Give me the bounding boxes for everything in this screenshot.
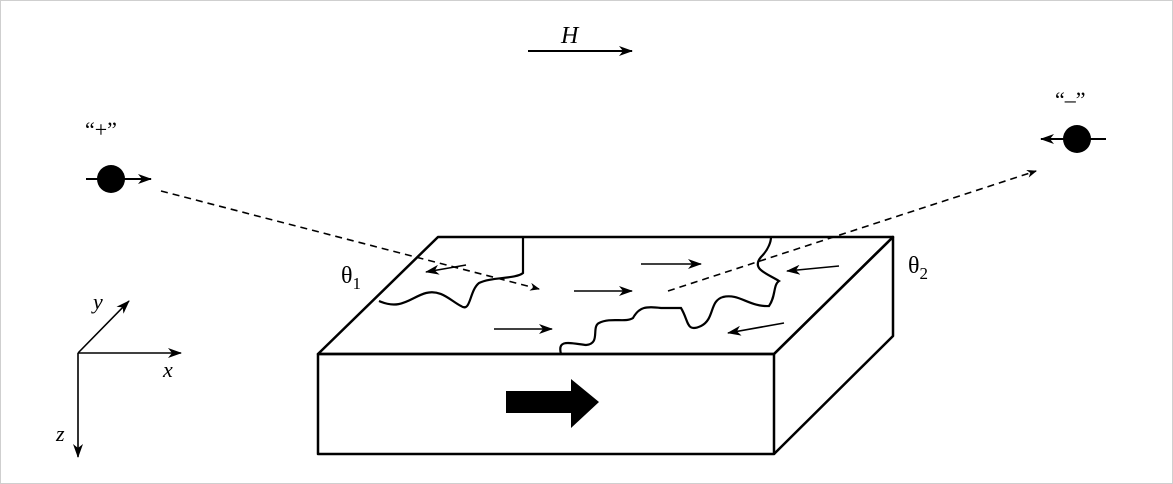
domain-wall-1	[378, 237, 525, 309]
positive-charge	[97, 165, 125, 193]
y-axis	[77, 300, 130, 354]
theta2-label: θ2	[908, 253, 928, 283]
slab-top-face	[316, 235, 895, 356]
y-axis-label: y	[91, 289, 103, 314]
incident-path	[160, 190, 540, 291]
domain-wall-2	[559, 236, 782, 355]
magnetization-arrow	[425, 264, 467, 275]
bulk-magnetization-arrow	[506, 379, 599, 428]
magnetization-arrow	[786, 264, 840, 275]
reflected-path	[667, 169, 1037, 292]
positive-charge-label: “+”	[85, 117, 117, 142]
theta1-label: θ1	[341, 263, 361, 293]
magnetization-arrows	[425, 259, 840, 336]
x-axis-label: x	[162, 357, 173, 382]
coordinate-axes	[73, 300, 182, 458]
z-axis-label: z	[55, 421, 65, 446]
negative-charge-label: “–”	[1055, 87, 1086, 112]
field-label: H	[560, 23, 580, 49]
negative-charge	[1063, 125, 1091, 153]
magnetic-slab	[316, 235, 895, 456]
slab-side-face	[773, 235, 895, 455]
magnetization-arrow	[727, 322, 785, 336]
